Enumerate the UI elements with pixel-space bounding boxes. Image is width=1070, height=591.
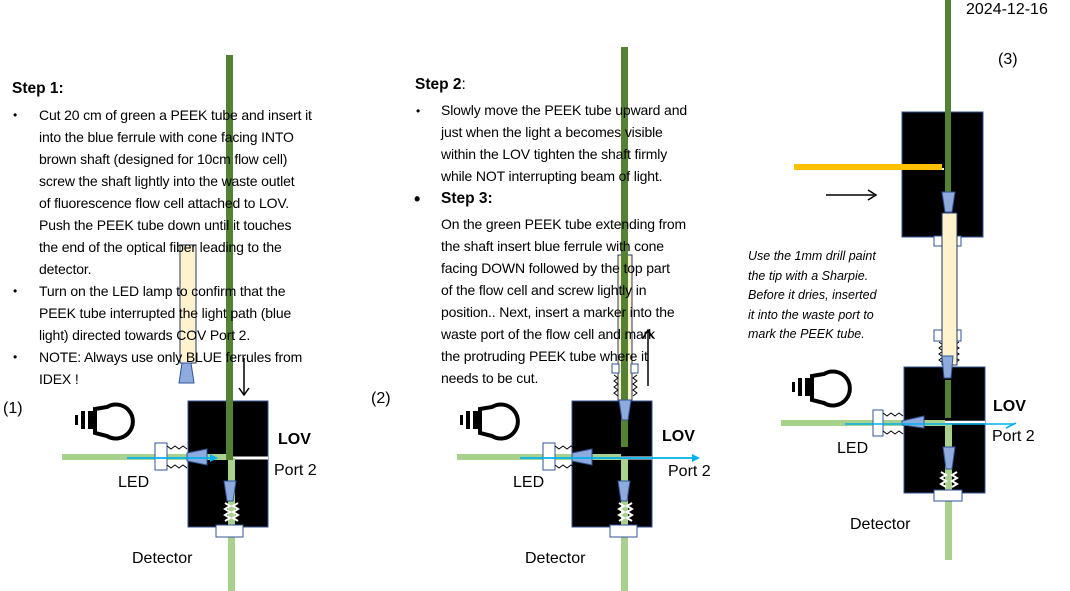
led-label: LED xyxy=(837,440,869,457)
step1-text: Cut 20 cm of green a PEEK tube and inser… xyxy=(39,107,312,387)
port2-label: Port 2 xyxy=(274,462,317,479)
led-connector xyxy=(872,409,884,437)
peek-tube xyxy=(226,55,233,460)
lov-label: LOV xyxy=(993,398,1026,415)
bullet: • xyxy=(13,350,18,364)
date-label: 2024-12-16 xyxy=(966,1,1048,18)
blue-ferrule xyxy=(941,191,956,213)
peek-tube-lower xyxy=(945,380,951,418)
panel-label-2: (2) xyxy=(371,390,391,407)
bullet: • xyxy=(13,108,18,122)
port2-label: Port 2 xyxy=(992,428,1035,445)
blue-ferrule xyxy=(941,355,954,379)
lightbulb-icon xyxy=(75,402,135,441)
blue-ferrule xyxy=(618,399,632,421)
port2-label: Port 2 xyxy=(668,463,711,480)
detector-label: Detector xyxy=(132,550,193,567)
led-connector xyxy=(542,442,556,471)
peek-tube xyxy=(621,47,628,447)
led-fiber xyxy=(781,420,945,426)
led-fiber xyxy=(62,454,226,460)
marker-drill xyxy=(794,164,942,170)
lov-label: LOV xyxy=(278,431,311,448)
panel-2-apparatus xyxy=(457,47,700,591)
lov-label: LOV xyxy=(662,428,695,445)
fitting-nut xyxy=(215,524,244,538)
ferrule-cone xyxy=(942,446,956,470)
panel-label-1: (1) xyxy=(3,400,23,417)
led-label: LED xyxy=(513,474,545,491)
panel-3-apparatus xyxy=(781,0,1017,560)
step1-title: Step 1: xyxy=(12,80,64,97)
fitting-nut xyxy=(933,489,963,502)
bullet: • xyxy=(414,189,421,209)
step2-title: Step 2: xyxy=(415,76,466,93)
lightbulb-icon xyxy=(460,402,520,441)
led-fiber xyxy=(457,454,621,460)
lov-block xyxy=(571,400,653,528)
flow-cell-bottom-block xyxy=(903,366,986,494)
blue-ferrule xyxy=(178,362,195,384)
step3-title: Step 3: xyxy=(441,190,493,207)
ferrule-cone xyxy=(223,480,237,502)
bullet: • xyxy=(416,104,421,118)
bullet: • xyxy=(13,284,18,298)
led-connector xyxy=(154,442,168,471)
peek-tube xyxy=(945,0,951,192)
lightbulb-icon xyxy=(792,369,852,408)
panel-label-3: (3) xyxy=(998,51,1018,68)
detector-label: Detector xyxy=(850,516,911,533)
panel-1-apparatus xyxy=(62,55,269,591)
fitting-nut xyxy=(609,524,638,538)
ferrule-cone xyxy=(617,480,631,502)
detector-label: Detector xyxy=(525,550,586,567)
led-label: LED xyxy=(118,474,150,491)
brown-shaft xyxy=(941,212,958,366)
